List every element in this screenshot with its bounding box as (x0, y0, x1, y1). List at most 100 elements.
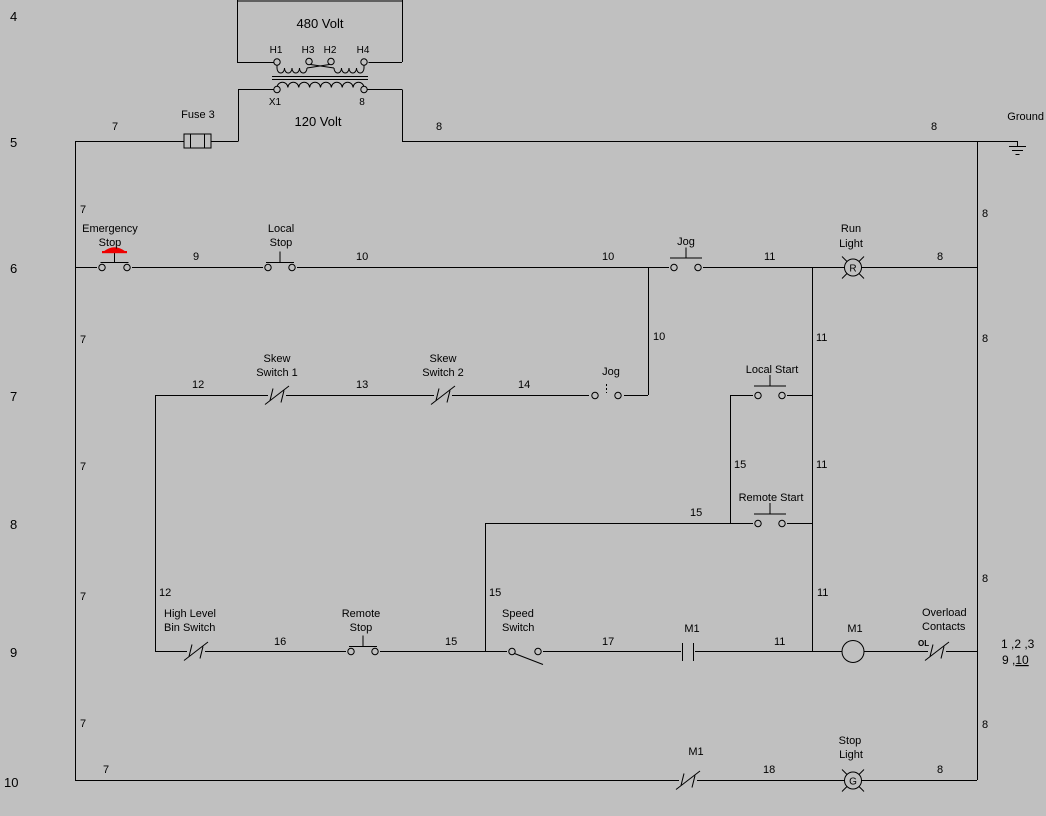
high-level-bin-switch[interactable]: High Level Bin Switch (164, 608, 216, 661)
remote-stop-label-1: Remote (342, 608, 381, 620)
note-line-2: 9 ,10 (1002, 653, 1029, 667)
wire-number: 15 (690, 507, 702, 519)
wire-number: 8 (982, 719, 988, 731)
local-start-button[interactable]: Local Start (746, 364, 799, 400)
wire-number: 8 (436, 121, 442, 133)
secondary-voltage-label: 120 Volt (295, 114, 342, 129)
run-light-label-2: Light (839, 238, 863, 250)
wire-number: 13 (356, 379, 368, 391)
pilot-light-letter: G (849, 777, 857, 788)
stop-light-label-1: Stop (839, 735, 862, 747)
fuse-3[interactable]: Fuse 3 (181, 109, 215, 149)
stop-light-label-2: Light (839, 749, 863, 761)
knife-blade (514, 653, 544, 665)
remote-start-button[interactable]: Remote Start (739, 492, 804, 528)
nc-contact-slash (675, 770, 701, 790)
contact-terminal (694, 263, 702, 272)
x1-label: X1 (269, 97, 282, 108)
remote-stop-button[interactable]: Remote Stop (342, 608, 381, 656)
overload-label-1: Overload (922, 607, 967, 619)
speed-switch-label-2: Switch (502, 622, 534, 634)
wire-number: 7 (80, 718, 86, 730)
row-number: 9 (10, 645, 17, 660)
wire-number: 17 (602, 636, 614, 648)
contact-terminal (347, 647, 355, 656)
wire-number: 9 (193, 251, 199, 263)
emergency-stop-button[interactable]: Emergency Stop (82, 223, 138, 272)
contact-terminal (670, 263, 678, 272)
power-rails (75, 141, 978, 780)
row-number: 7 (10, 389, 17, 404)
m1-contact-label: M1 (684, 623, 699, 635)
fuse-label: Fuse 3 (181, 109, 215, 121)
skew-switch-2-label-1: Skew (430, 353, 457, 365)
wire-number: 12 (159, 587, 171, 599)
run-pilot-light: R Run Light (839, 223, 865, 279)
h2-crossover-lead (306, 64, 330, 69)
nc-contact-slash (430, 385, 456, 405)
transformer-windings (272, 64, 368, 88)
wire-number: 16 (274, 636, 286, 648)
jog-button-rung6[interactable]: Jog (669, 236, 703, 272)
ground-label: Ground (1007, 111, 1044, 123)
skew-switch-2[interactable]: Skew Switch 2 (422, 353, 464, 405)
m1-coil-label: M1 (847, 623, 862, 635)
wire-number: 18 (763, 764, 775, 776)
emergency-stop-label-2: Stop (99, 237, 122, 249)
local-start-label: Local Start (746, 364, 799, 376)
branch-wires (75, 89, 1017, 781)
wire-number: 8 (937, 251, 943, 263)
jog-label: Jog (602, 366, 620, 378)
high-level-label-2: Bin Switch (164, 622, 215, 634)
contact-terminal (288, 263, 296, 272)
contact-terminal (123, 263, 131, 272)
nc-contact-tick (929, 644, 934, 657)
nc-contact-tick (680, 773, 685, 786)
row-number: 6 (10, 261, 17, 276)
row-number: 8 (10, 517, 17, 532)
skew-switch-1[interactable]: Skew Switch 1 (256, 353, 298, 405)
run-light-label-1: Run (841, 223, 861, 235)
contact-terminal (754, 519, 762, 528)
local-stop-button[interactable]: Local Stop (263, 223, 297, 272)
motor-wire-notes: 1 ,2 ,3 9 ,10 (1001, 637, 1035, 667)
wire-number: 15 (489, 587, 501, 599)
pilot-light-letter: R (849, 264, 856, 275)
nc-contact-tick (940, 646, 945, 659)
wire-number: 8 (937, 764, 943, 776)
wire-number: 14 (518, 379, 530, 391)
overload-label-2: Contacts (922, 621, 966, 633)
ground-symbol: Ground (1007, 111, 1044, 155)
remote-start-label: Remote Start (739, 492, 804, 504)
wire-number: 7 (80, 461, 86, 473)
skew-switch-1-label-2: Switch 1 (256, 367, 298, 379)
wire-number: 12 (192, 379, 204, 391)
contact-terminal (534, 647, 542, 656)
wire-number: 10 (653, 331, 665, 343)
wire-number: 7 (80, 591, 86, 603)
contact-terminal (264, 263, 272, 272)
jog-label: Jog (677, 236, 695, 248)
wire-number: 8 (931, 121, 937, 133)
h4-terminal (360, 58, 368, 66)
row-number: 5 (10, 135, 17, 150)
wire-number: 15 (445, 636, 457, 648)
jog-button-rung7[interactable]: Jog (589, 366, 624, 400)
speed-switch[interactable]: Speed Switch (502, 608, 544, 665)
nc-contact-tick (446, 390, 451, 403)
contact-terminal (614, 391, 622, 400)
coil-circle (841, 640, 865, 663)
note-line-1: 1 ,2 ,3 (1001, 637, 1035, 651)
fuse-body (183, 133, 212, 149)
x2-terminal (360, 85, 368, 94)
wire-number: 7 (103, 764, 109, 776)
row-number: 10 (4, 775, 18, 790)
wire-number: 8 (982, 208, 988, 220)
nc-contact-tick (691, 775, 696, 788)
wire-number: 11 (764, 251, 775, 263)
skew-switch-2-label-2: Switch 2 (422, 367, 464, 379)
